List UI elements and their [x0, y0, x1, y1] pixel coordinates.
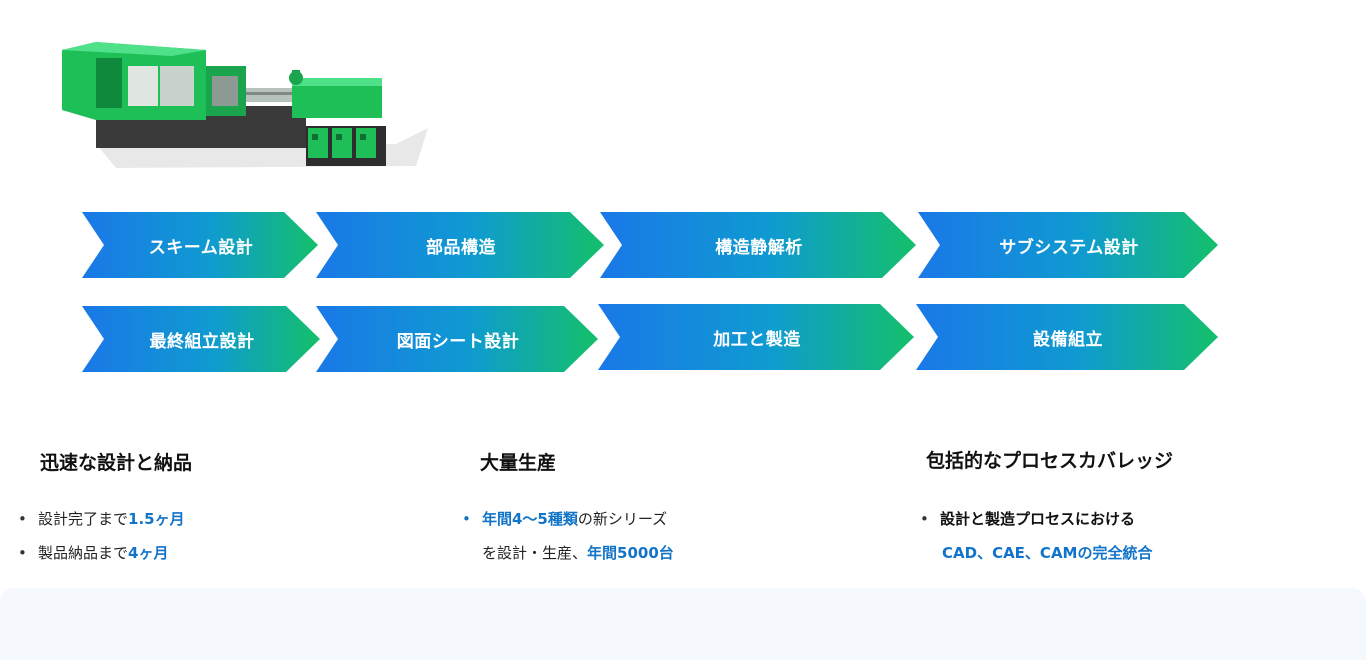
bullet-new-series: • 年間4～5種類の新シリーズ: [462, 508, 667, 529]
process-step-subsystem-design: サブシステム設計: [918, 212, 1218, 278]
injection-molding-machine-image: [62, 42, 428, 168]
process-step-label: 部品構造: [426, 237, 496, 258]
bullet-highlight: 1.5ヶ月: [128, 510, 185, 528]
bullet-dot: •: [18, 510, 27, 528]
bullet-dot: •: [920, 510, 929, 528]
bullet-highlight: 年間4～5種類: [482, 510, 578, 528]
process-step-label: 図面シート設計: [396, 331, 520, 352]
process-step-label: 最終組立設計: [149, 331, 255, 352]
process-step-label: 設備組立: [1033, 329, 1103, 350]
process-step-label: サブシステム設計: [999, 237, 1139, 258]
bullet-text: 設計と製造プロセスにおける: [940, 510, 1136, 528]
process-step-static-analysis: 構造静解析: [600, 212, 916, 278]
process-step-scheme-design: スキーム設計: [82, 212, 318, 278]
process-step-label: スキーム設計: [148, 237, 254, 258]
footer-panel: [0, 588, 1366, 660]
bullet-annual-production: を設計・生産、年間5000台: [482, 542, 674, 563]
feature-title-process-coverage: 包括的なプロセスカバレッジ: [926, 450, 1174, 472]
process-step-final-assembly-design: 最終組立設計: [82, 306, 320, 372]
feature-title-mass-production: 大量生産: [480, 452, 557, 474]
process-step-label: 構造静解析: [715, 237, 803, 258]
process-step-drawing-sheet-design: 図面シート設計: [316, 306, 598, 372]
bullet-product-delivery: • 製品納品まで4ヶ月: [18, 542, 168, 563]
bullet-highlight: 年間5000台: [587, 544, 674, 562]
bullet-cad-cae-cam: CAD、CAE、CAMの完全統合: [942, 542, 1152, 563]
process-step-part-structure: 部品構造: [316, 212, 604, 278]
bullet-design-completion: • 設計完了まで1.5ヶ月: [18, 508, 185, 529]
bullet-text: の新シリーズ: [577, 510, 668, 528]
process-step-label: 加工と製造: [713, 329, 801, 350]
bullet-highlight: CAD、CAE、CAMの完全統合: [942, 544, 1153, 562]
bullet-text: 製品納品まで: [38, 544, 129, 562]
process-step-machining-manufacturing: 加工と製造: [598, 304, 914, 370]
bullet-highlight: 4ヶ月: [128, 544, 169, 562]
bullet-text: 設計完了まで: [38, 510, 129, 528]
process-step-equipment-assembly: 設備組立: [916, 304, 1218, 370]
feature-title-fast-delivery: 迅速な設計と納品: [40, 452, 193, 474]
bullet-dot: •: [18, 544, 27, 562]
bullet-dot: •: [462, 510, 471, 528]
bullet-process-integration: • 設計と製造プロセスにおける: [920, 508, 1135, 529]
bullet-text: を設計・生産、: [482, 544, 588, 562]
